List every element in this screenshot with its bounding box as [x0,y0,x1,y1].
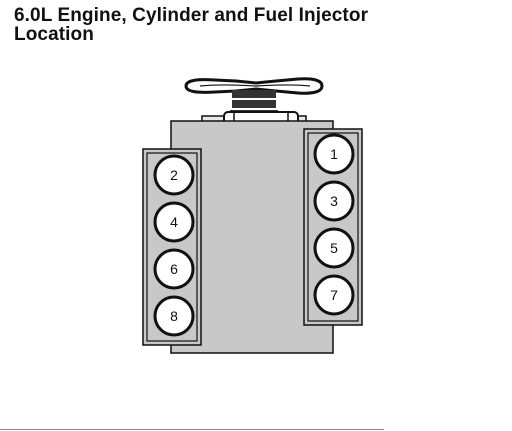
cylinder-3: 3 [313,180,355,222]
cylinder-2: 2 [153,154,195,196]
cylinder-5: 5 [313,227,355,269]
cylinder-6-label: 6 [170,261,178,277]
diagram-title: 6.0L Engine, Cylinder and Fuel Injector … [14,6,494,44]
cylinder-4-label: 4 [170,214,178,230]
cylinder-1-label: 1 [330,146,338,162]
cylinder-7-label: 7 [330,287,338,303]
title-line-1: 6.0L Engine, Cylinder and Fuel Injector [14,5,369,26]
cylinder-6: 6 [153,248,195,290]
cylinder-1: 1 [313,133,355,175]
cylinder-4: 4 [153,201,195,243]
bottom-divider [0,429,384,430]
cylinder-8: 8 [153,295,195,337]
cylinder-5-label: 5 [330,240,338,256]
cylinder-7: 7 [313,274,355,316]
title-line-2: Location [14,24,94,45]
cylinder-2-label: 2 [170,167,178,183]
fan-icon [184,77,324,95]
cylinder-8-label: 8 [170,308,178,324]
cylinder-3-label: 3 [330,193,338,209]
